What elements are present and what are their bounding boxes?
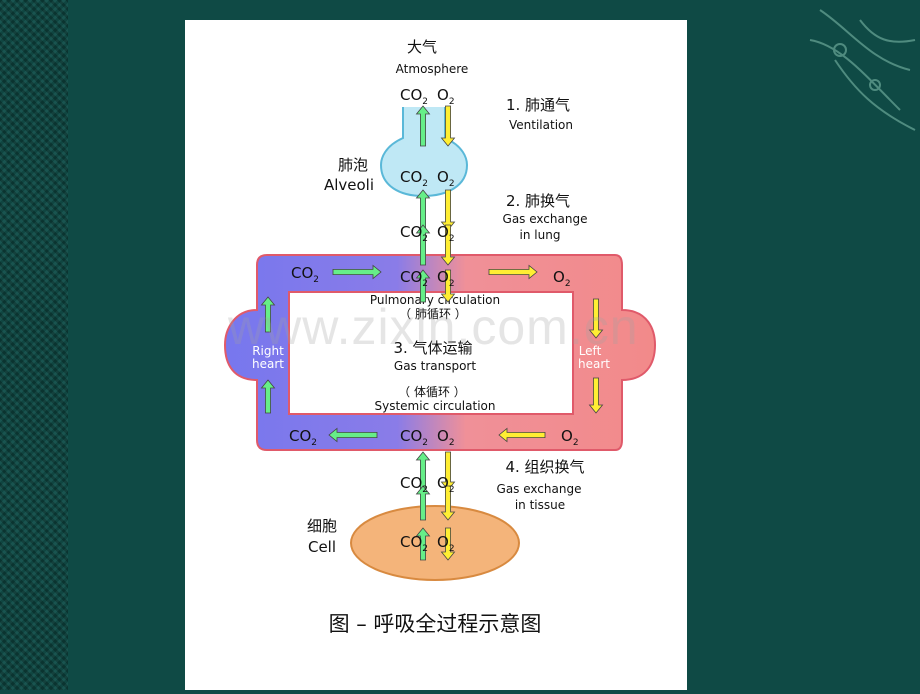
o2-down-arrow-3: [440, 224, 456, 266]
o2-down-arrow-4: [440, 269, 456, 303]
diagram-caption: 图 – 呼吸全过程示意图: [329, 612, 542, 636]
right-heart-label-2: heart: [252, 357, 284, 371]
o2-down-arrow-7: [440, 527, 456, 561]
o2-label-systemic: O2: [561, 427, 579, 448]
step4-label-en2: in tissue: [515, 498, 565, 512]
co2-label-pulmonary: CO2: [291, 264, 319, 285]
co2-up-arrow-2: [415, 189, 431, 231]
step2-label-cn: 2. 肺换气: [506, 192, 570, 210]
step4-label-cn: 4. 组织换气: [505, 458, 584, 476]
systemic-label-cn: （ 体循环 ）: [398, 385, 466, 399]
right-heart-up-arrow-1: [260, 296, 276, 333]
right-heart-label-1: Right: [252, 344, 284, 358]
o2-label-pulmonary: O2: [553, 268, 571, 289]
o2-label-4: O2: [437, 268, 455, 289]
cell-label-en: Cell: [308, 538, 336, 556]
co2-up-arrow-5: [415, 451, 431, 491]
systemic-label-en: Systemic circulation: [375, 399, 496, 413]
cell-label-cn: 细胞: [307, 517, 337, 535]
o2-down-arrow-1: [440, 105, 456, 147]
co2-up-arrow-7: [415, 527, 431, 561]
co2-label-2: CO2: [400, 168, 428, 189]
background-stripe: [0, 0, 68, 690]
o2-label-3: O2: [437, 223, 455, 244]
o2-down-arrow-5: [440, 451, 456, 491]
step3-label-cn: 3. 气体运输: [393, 339, 472, 357]
step2-label-en2: in lung: [520, 228, 561, 242]
co2-label-7: CO2: [400, 533, 428, 554]
alveoli-label-cn: 肺泡: [338, 156, 368, 174]
co2-label-3: CO2: [400, 223, 428, 244]
o2-label-6: O2: [437, 474, 455, 495]
o2-down-arrow-2: [440, 189, 456, 231]
co2-label-systemic: CO2: [289, 427, 317, 448]
o2-label-2: O2: [437, 168, 455, 189]
co2-label-6: CO2: [400, 474, 428, 495]
systemic-o2-arrow: [498, 427, 546, 443]
o2-label-5: O2: [437, 427, 455, 448]
watermark: www.zixin.com.cn: [228, 299, 639, 355]
systemic-co2-arrow: [328, 427, 378, 443]
left-heart-down-arrow-2: [588, 377, 604, 414]
step2-label-en1: Gas exchange: [503, 212, 588, 226]
co2-label-5: CO2: [400, 427, 428, 448]
slide: 大气 Atmosphere 肺泡 Alveoli 细胞 Cell 1. 肺通气 …: [185, 20, 687, 690]
co2-label-4: CO2: [400, 268, 428, 289]
co2-up-arrow-3: [415, 224, 431, 266]
left-heart-label-2: heart: [578, 357, 610, 371]
co2-up-arrow-4: [415, 269, 431, 303]
cell-shape: [350, 505, 520, 581]
step1-label-cn: 1. 肺通气: [506, 96, 570, 114]
atmosphere-label-en: Atmosphere: [396, 62, 469, 76]
left-heart-down-arrow-1: [588, 298, 604, 339]
respiration-diagram: 大气 Atmosphere 肺泡 Alveoli 细胞 Cell 1. 肺通气 …: [223, 38, 657, 636]
o2-label-1: O2: [437, 86, 455, 107]
co2-label-1: CO2: [400, 86, 428, 107]
atmosphere-label-cn: 大气: [407, 38, 437, 56]
arrows-layer: [260, 105, 604, 561]
o2-down-arrow-6: [440, 485, 456, 521]
co2-up-arrow-1: [415, 105, 431, 147]
o2-label-7: O2: [437, 533, 455, 554]
right-heart-up-arrow-2: [260, 379, 276, 414]
pulmonary-label-en: Pulmonary circulation: [370, 293, 500, 307]
step1-label-en: Ventilation: [509, 118, 573, 132]
circulation-loop: [223, 254, 657, 451]
alveoli-label-en: Alveoli: [324, 176, 374, 194]
pulmonary-co2-arrow: [332, 264, 382, 280]
co2-up-arrow-6: [415, 485, 431, 521]
step4-label-en1: Gas exchange: [497, 482, 582, 496]
corner-ornament: [809, 9, 916, 131]
pulmonary-label-cn: （ 肺循环 ）: [399, 307, 467, 321]
pulmonary-o2-arrow: [488, 264, 538, 280]
step3-label-en: Gas transport: [394, 359, 476, 373]
left-heart-label-1: Left: [579, 344, 602, 358]
